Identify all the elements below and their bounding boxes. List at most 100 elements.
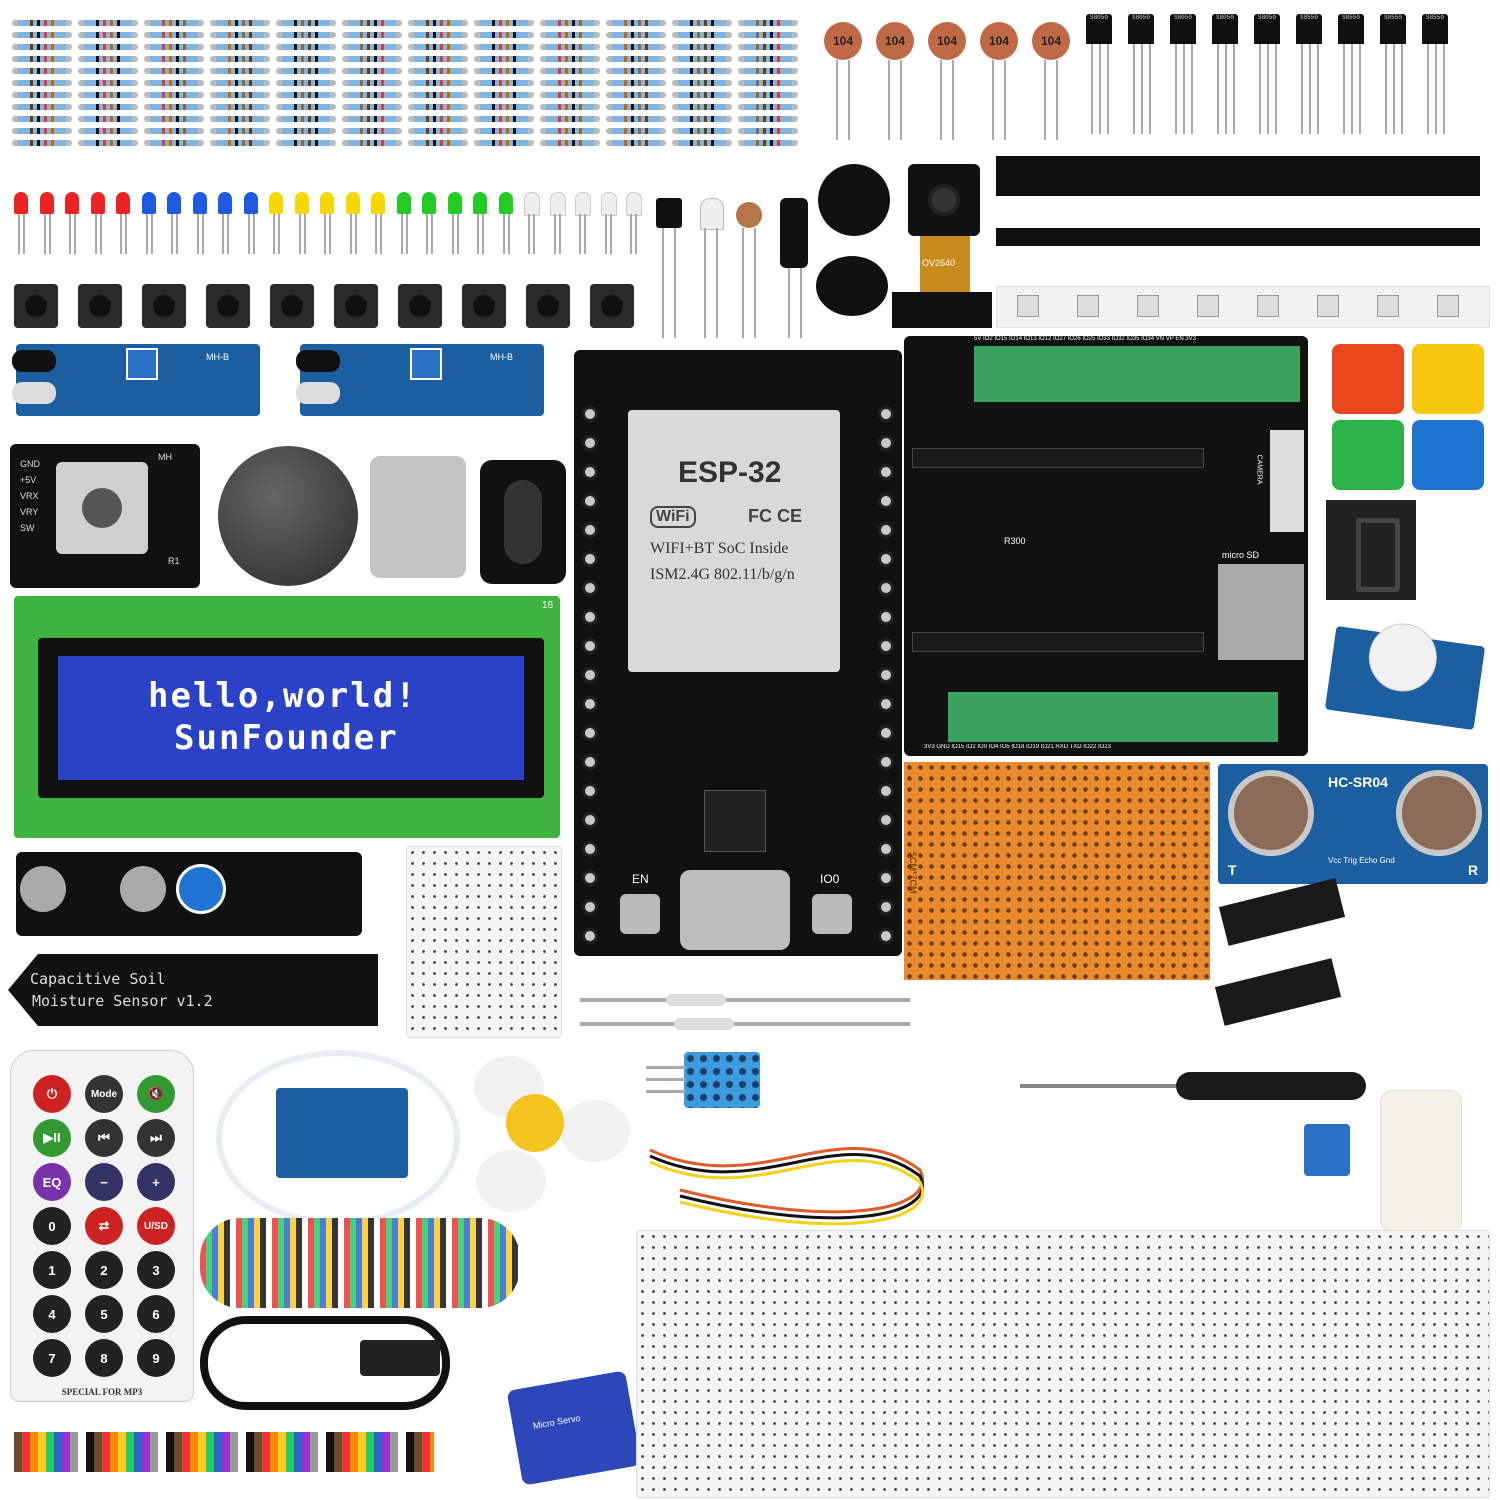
remote-key[interactable]: Mode [85, 1075, 123, 1113]
resistor [144, 68, 204, 74]
lcd-line-1: hello,world! [148, 676, 418, 716]
header-pin [582, 522, 598, 538]
bottom-pin-labels: 3V3 GND IO15 IO2 IO0 IO4 IO5 IO18 IO19 I… [924, 744, 1111, 750]
transistor: S8550 [1338, 14, 1364, 44]
resistor [342, 92, 402, 98]
push-button-group [14, 280, 654, 340]
header-pin [878, 899, 894, 915]
resistor [408, 92, 468, 98]
header-pin [582, 696, 598, 712]
remote-key[interactable]: 3 [137, 1251, 175, 1289]
resistor [144, 56, 204, 62]
resistor [12, 44, 72, 50]
sensor-board [276, 1088, 408, 1178]
remote-key[interactable]: − [85, 1163, 123, 1201]
resistor [540, 44, 600, 50]
esp32-board: ESP-32 WiFi FC CE WIFI+BT SoC Inside ISM… [574, 350, 902, 956]
remote-key[interactable]: 7 [33, 1339, 71, 1377]
resistor [606, 68, 666, 74]
photoresistor [736, 202, 762, 228]
soil-line-2: Moisture Sensor v1.2 [32, 992, 213, 1010]
resistor [408, 68, 468, 74]
resistor [12, 56, 72, 62]
remote-key[interactable]: + [137, 1163, 175, 1201]
resistor [12, 140, 72, 146]
resistor [276, 128, 336, 134]
ir-receiver [656, 198, 682, 228]
camera-connector [1270, 430, 1304, 532]
header-pin [582, 435, 598, 451]
line-tracking-module [16, 852, 362, 936]
fc-ce-marks: FC CE [748, 506, 802, 526]
remote-key[interactable]: ▶II [33, 1119, 71, 1157]
remote-key[interactable]: ⏭ [137, 1119, 175, 1157]
capacitor-label: 104 [936, 34, 958, 48]
led [626, 192, 642, 216]
strip-led [1437, 295, 1459, 317]
remote-key[interactable]: ⏮ [85, 1119, 123, 1157]
resistor [672, 68, 732, 74]
resistor [606, 80, 666, 86]
remote-key[interactable]: U/SD [137, 1207, 175, 1245]
resistor [12, 80, 72, 86]
chip [704, 790, 766, 852]
wifi-logo: WiFi [650, 506, 696, 528]
remote-key[interactable]: 8 [85, 1339, 123, 1377]
header-pin [878, 580, 894, 596]
led [524, 192, 540, 216]
header-pin [878, 406, 894, 422]
resistor [540, 32, 600, 38]
resistor [78, 104, 138, 110]
resistor [672, 56, 732, 62]
capacitor-label: 104 [988, 34, 1010, 48]
strip-led [1197, 295, 1219, 317]
ultrasonic-sensor: HC-SR04 T R Vcc Trig Echo Gnd [1218, 764, 1488, 884]
resistor [276, 92, 336, 98]
remote-key[interactable]: 1 [33, 1251, 71, 1289]
resistor [738, 56, 798, 62]
remote-key[interactable]: 4 [33, 1295, 71, 1333]
led [90, 192, 105, 214]
remote-key[interactable]: 🔇 [137, 1075, 175, 1113]
resistor [342, 44, 402, 50]
push-button [398, 284, 442, 328]
resistor [606, 56, 666, 62]
remote-key[interactable]: 5 [85, 1295, 123, 1333]
resistor [342, 116, 402, 122]
seven-segment-display [1326, 500, 1416, 600]
resistor [408, 44, 468, 50]
resistor [210, 44, 270, 50]
led [549, 192, 566, 216]
transistor: S8050 [1128, 14, 1154, 44]
esp32-module: ESP-32 WiFi FC CE WIFI+BT SoC Inside ISM… [628, 410, 840, 672]
io0-button[interactable] [812, 894, 852, 934]
resistor [540, 56, 600, 62]
resistor [276, 32, 336, 38]
header-pin [878, 812, 894, 828]
resistor [78, 128, 138, 134]
remote-key[interactable]: ⇄ [85, 1207, 123, 1245]
potentiometer [1304, 1124, 1350, 1176]
resistor [276, 56, 336, 62]
resistor [210, 20, 270, 26]
remote-key[interactable]: ⏻ [33, 1075, 71, 1113]
joystick-module: GND +5V VRX VRY SW MH R1 [10, 444, 200, 588]
module-label: MH-B [490, 352, 513, 362]
resistor [738, 92, 798, 98]
remote-key[interactable]: 0 [33, 1207, 71, 1245]
header-pin [582, 725, 598, 741]
resistor [342, 20, 402, 26]
capacitor-label: 104 [884, 34, 906, 48]
resistor [606, 116, 666, 122]
remote-key[interactable]: 9 [137, 1339, 175, 1377]
ceramic-capacitor: 104 [824, 22, 862, 60]
header-pin [878, 435, 894, 451]
resistor-group [12, 20, 812, 170]
en-button[interactable] [620, 894, 660, 934]
ceramic-capacitor: 104 [928, 22, 966, 60]
remote-key[interactable]: 2 [85, 1251, 123, 1289]
resistor [408, 32, 468, 38]
remote-key[interactable]: EQ [33, 1163, 71, 1201]
remote-key[interactable]: 6 [137, 1295, 175, 1333]
